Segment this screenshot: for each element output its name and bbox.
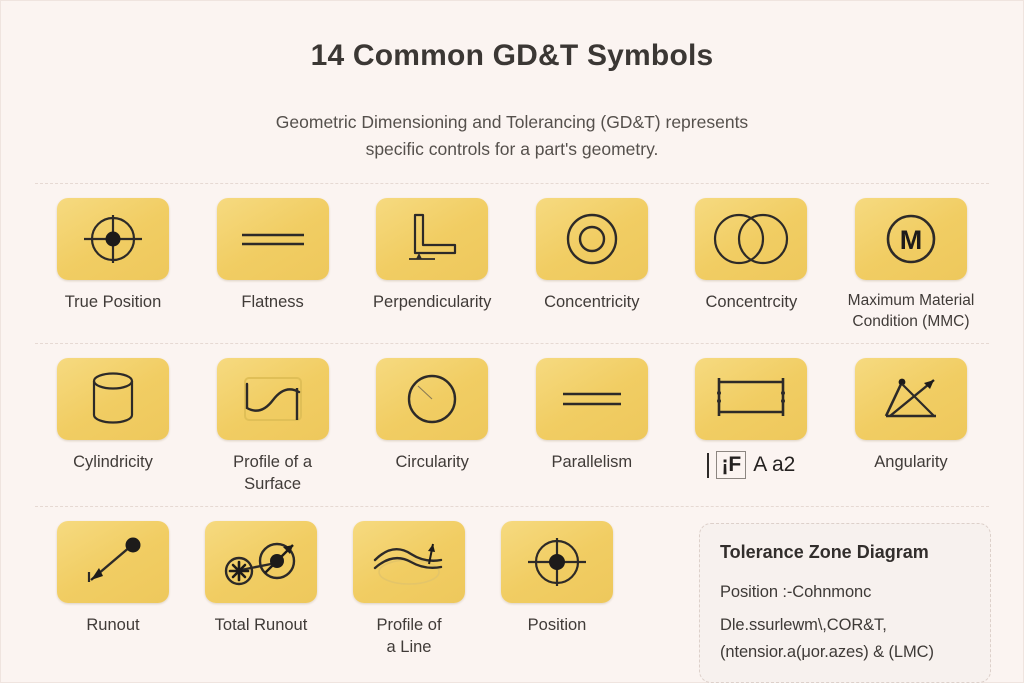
symbol-cell-position[interactable]: Position [483, 520, 631, 659]
symbol-cell-parallelism[interactable]: Parallelism [518, 358, 666, 473]
symbol-label: Concentricity [544, 293, 640, 312]
symbol-row-1: True Position Flatness [33, 184, 991, 339]
symbol-label: True Position [64, 293, 162, 312]
true-position-crosshair-circle-icon [76, 211, 150, 267]
total-runout-double-circle-icon [215, 534, 307, 590]
subtitle-line-2: specific controls for a part's geometry. [365, 139, 659, 160]
symbol-row-3-cells: Runout [39, 520, 631, 659]
svg-text:M: M [900, 225, 923, 255]
symbol-cell-concentricity[interactable]: Concentricity [518, 198, 666, 313]
fcf-box-text: ¡F [716, 451, 747, 480]
symbol-cell-runout[interactable]: Runout [39, 520, 187, 659]
concentricity-concentric-circles-icon [560, 210, 624, 268]
symbol-tile[interactable] [205, 520, 317, 603]
symbol-tile[interactable] [695, 198, 808, 281]
overlapping-circles-icon [706, 210, 796, 268]
symbol-cell-concentrcity[interactable]: Concentrcity [677, 198, 825, 313]
panel-title: Tolerance Zone Diagram [720, 541, 929, 562]
symbol-cell-total-runout[interactable]: Total Runout [187, 520, 335, 659]
symbol-cell-cylindricity[interactable]: Cylindricity [39, 358, 187, 473]
page-title: 14 Common GD&T Symbols [310, 39, 714, 72]
panel-line-2: Dle.ssurlewm\,COR&T, [720, 616, 887, 635]
symbol-label: Maximum Material Condition (MMC) [847, 292, 975, 331]
tolerance-bar-frame-icon [705, 372, 797, 426]
parallelism-lines-icon [555, 371, 629, 427]
subtitle: Geometric Dimensioning and Tolerancing (… [33, 109, 991, 163]
row-divider-1 [35, 183, 989, 185]
row-divider-2 [35, 343, 989, 345]
symbol-cell-true-position[interactable]: True Position [39, 198, 187, 313]
symbol-label: Circularity [395, 453, 469, 472]
symbol-label: Total Runout [214, 615, 308, 634]
symbol-cell-tolerance-frame[interactable]: ¡F A a2 [677, 358, 825, 480]
circled-m-icon: M [880, 210, 942, 268]
symbol-label: Profile of a Line [376, 615, 442, 656]
tolerance-zone-diagram-panel: Tolerance Zone Diagram Position :-Cohnmo… [699, 522, 991, 683]
symbol-tile[interactable] [216, 198, 329, 281]
fcf-trailing-text: A a2 [753, 453, 796, 477]
symbol-label: Concentrcity [705, 293, 798, 312]
symbol-cell-flatness[interactable]: Flatness [199, 198, 347, 313]
symbol-label: Parallelism [551, 453, 633, 472]
symbol-label: Flatness [241, 293, 304, 312]
symbol-label: Angularity [874, 453, 948, 472]
position-crosshair-circle-icon [520, 534, 594, 590]
symbol-cell-perpendicularity[interactable]: Perpendicularity [358, 198, 506, 313]
symbol-tile[interactable] [535, 198, 648, 281]
symbol-label: Runout [86, 615, 140, 634]
symbol-cell-mmc[interactable]: M Maximum Material Condition (MMC) [837, 198, 985, 333]
symbol-label: Perpendicularity [373, 293, 492, 312]
symbol-tile[interactable] [57, 198, 169, 281]
symbol-tile[interactable]: M [854, 198, 967, 281]
symbol-tile[interactable] [501, 520, 613, 603]
symbol-label-feature-control-frame: ¡F A a2 [707, 451, 796, 480]
symbol-tile[interactable] [376, 198, 489, 281]
symbol-tile[interactable] [353, 520, 465, 603]
symbol-row-3: Runout [33, 507, 991, 683]
profile-of-surface-curve-icon [235, 370, 311, 428]
symbol-tile[interactable] [695, 358, 808, 441]
symbol-tile[interactable] [854, 358, 967, 441]
symbol-cell-circularity[interactable]: Circularity [358, 358, 506, 473]
runout-arrow-icon [79, 534, 147, 590]
symbol-tile[interactable] [376, 358, 489, 441]
circularity-circle-icon [402, 370, 462, 428]
symbol-tile[interactable] [57, 520, 169, 603]
panel-line-3: (ntensior.a(μor.azes) & (LMC) [720, 643, 934, 662]
symbol-label: Cylindricity [73, 453, 153, 472]
symbol-row-2: Cylindricity Profile of a Surface [33, 344, 991, 502]
symbol-cell-angularity[interactable]: Angularity [837, 358, 985, 473]
perpendicularity-right-angle-icon [395, 209, 469, 269]
symbol-label: Profile of a Surface [233, 453, 313, 494]
symbol-cell-profile-of-a-line[interactable]: Profile of a Line [335, 520, 483, 659]
profile-of-line-wave-icon [367, 534, 451, 590]
row-divider-3 [35, 505, 989, 507]
symbol-tile[interactable] [216, 358, 329, 441]
panel-line-1: Position :-Cohnmonc [720, 582, 872, 601]
subtitle-line-1: Geometric Dimensioning and Tolerancing (… [275, 112, 749, 132]
angularity-angle-arrow-icon [876, 370, 946, 428]
fcf-left-bar [707, 452, 710, 478]
symbol-label: Position [527, 615, 587, 634]
cylindricity-cylinder-icon [85, 369, 141, 429]
symbol-tile[interactable] [535, 358, 648, 441]
symbol-tile[interactable] [57, 358, 169, 441]
symbol-cell-profile-of-a-surface[interactable]: Profile of a Surface [199, 358, 347, 496]
flatness-parallel-lines-icon [236, 211, 310, 267]
